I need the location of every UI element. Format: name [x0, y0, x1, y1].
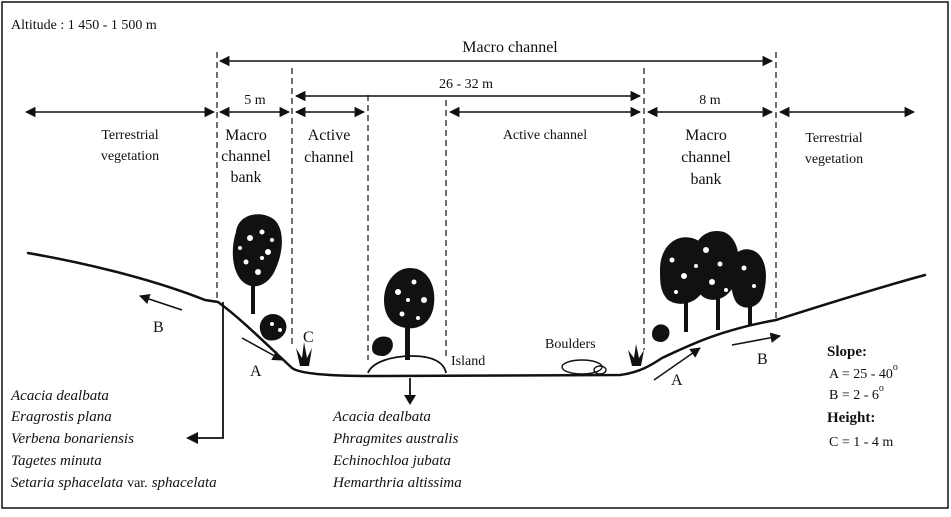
- island-label: Island: [451, 354, 485, 369]
- span-5-label: 5 m: [244, 93, 266, 108]
- boulders-shape: [561, 359, 607, 375]
- legend: Slope: A = 25 - 40o B = 2 - 6o Height: C…: [827, 344, 898, 450]
- macro-channel-label: Macro channel: [462, 39, 558, 56]
- left-species-2: Eragrostis plana: [10, 409, 112, 425]
- marker-b-right: B: [757, 351, 768, 368]
- island-mound: [367, 355, 447, 374]
- slope-b-left-arrow: [139, 294, 183, 311]
- height-c: C = 1 - 4 m: [829, 435, 893, 450]
- macro-bank-right-line1: Macro: [685, 127, 727, 144]
- terrestrial-right-line2: vegetation: [805, 152, 863, 167]
- marker-c: C: [303, 329, 314, 346]
- macro-bank-left-line2: channel: [221, 148, 271, 165]
- slope-title: Slope:: [827, 344, 867, 360]
- marker-a-right: A: [671, 372, 683, 389]
- marker-b-left: B: [153, 319, 164, 336]
- slope-a-right-arrow: [653, 347, 701, 381]
- tree-left-bank: [232, 214, 282, 314]
- macro-bank-left-line1: Macro: [225, 127, 267, 144]
- terrestrial-left-line2: vegetation: [101, 149, 159, 164]
- macro-bank-left-line3: bank: [230, 169, 261, 186]
- left-species-arrowhead: [186, 432, 198, 444]
- terrestrial-right-line1: Terrestrial: [805, 131, 862, 146]
- shrub-left-bank: [259, 313, 287, 341]
- boulders-label: Boulders: [545, 337, 596, 352]
- altitude-label: Altitude : 1 450 - 1 500 m: [11, 18, 157, 33]
- tree-island: [372, 268, 435, 360]
- active-left-line2: channel: [304, 149, 354, 166]
- center-species-2: Phragmites australis: [332, 431, 459, 447]
- left-species-4: Tagetes minuta: [11, 453, 102, 469]
- center-species-list: Acacia dealbata Phragmites australis Ech…: [332, 409, 462, 491]
- slope-a-left-arrow: [241, 337, 283, 361]
- center-species-1: Acacia dealbata: [332, 409, 431, 425]
- macro-bank-right-line2: channel: [681, 149, 731, 166]
- slope-b: B = 2 - 6o: [829, 383, 884, 403]
- left-species-1: Acacia dealbata: [10, 388, 109, 404]
- span-26-32-label: 26 - 32 m: [439, 77, 493, 92]
- island-arrowhead: [404, 395, 416, 405]
- left-species-list: Acacia dealbata Eragrostis plana Verbena…: [10, 388, 217, 491]
- grass-tufts: [296, 342, 644, 366]
- left-species-3: Verbena bonariensis: [11, 431, 134, 447]
- marker-a-left: A: [250, 363, 262, 380]
- zone-boundaries: [216, 52, 777, 360]
- trees-right-bank: [660, 230, 766, 332]
- height-title: Height:: [827, 410, 875, 426]
- macro-bank-right-line3: bank: [690, 171, 721, 188]
- terrestrial-left-line1: Terrestrial: [101, 128, 158, 143]
- ground-profile: [26, 251, 927, 378]
- slope-a: A = 25 - 40o: [829, 362, 898, 382]
- span-8-label: 8 m: [699, 93, 721, 108]
- center-species-3: Echinochloa jubata: [332, 453, 451, 469]
- active-left-line1: Active: [308, 127, 351, 144]
- left-species-pointer: [196, 302, 224, 439]
- slope-b-right-arrow: [731, 332, 782, 346]
- active-main-label: Active channel: [503, 128, 587, 143]
- frame-border: [1, 1, 949, 509]
- center-species-4: Hemarthria altissima: [332, 475, 462, 491]
- shrub-right-bank: [652, 324, 670, 342]
